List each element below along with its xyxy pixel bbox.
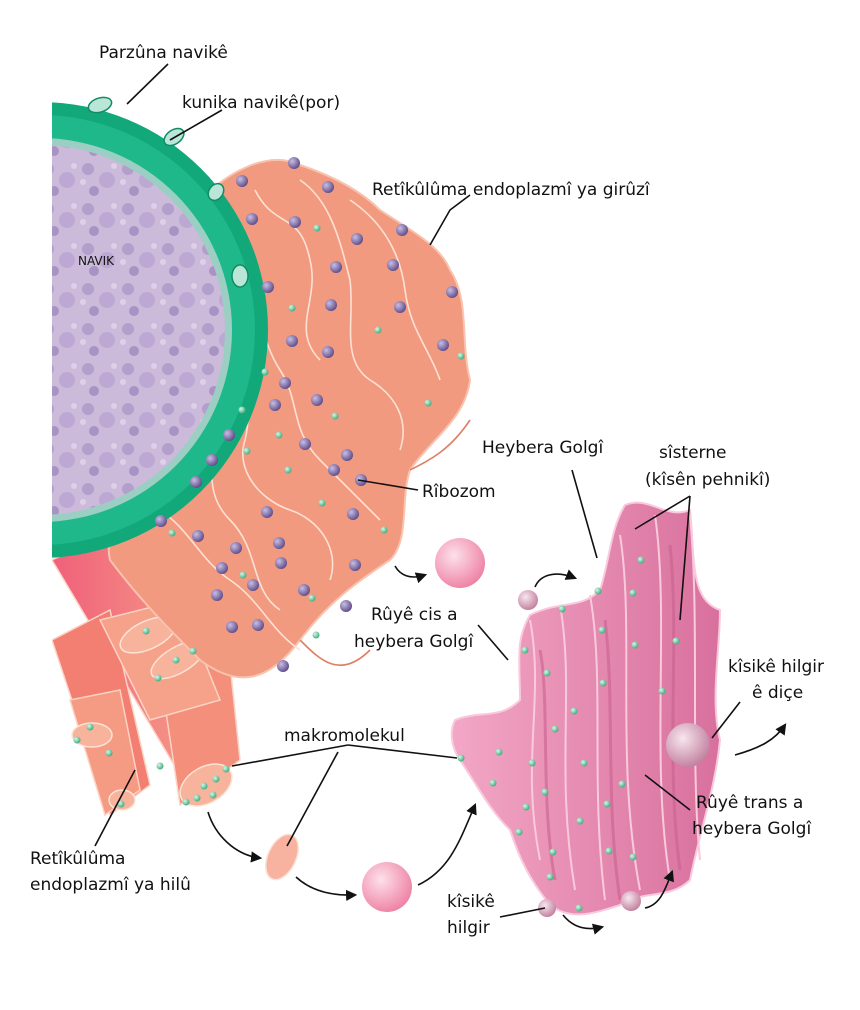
- label-secretory-vesicle-line1: kîsikê hilgir: [728, 657, 824, 677]
- vesicles: [265, 538, 710, 917]
- label-cisternae-line2: (kîsên pehnikî): [645, 470, 770, 490]
- label-smooth-er-line1: Retîkûlûma: [30, 849, 125, 869]
- label-cis-face-line2: heybera Golgî: [354, 632, 474, 652]
- flow-arrows: [207, 565, 787, 935]
- label-secretory-vesicle-line2: ê diçe: [752, 683, 803, 703]
- nucleus: [52, 96, 268, 558]
- leader-lines: [94, 63, 741, 918]
- label-trans-face-line2: heybera Golgî: [692, 819, 812, 839]
- label-rough-er: Retîkûlûma endoplazmî ya girûzî: [372, 180, 651, 200]
- label-nuclear-pore: kunika navikê(por): [182, 93, 340, 113]
- label-cisternae-line1: sîsterne: [659, 443, 727, 463]
- label-cis-face-line1: Rûyê cis a: [371, 605, 458, 625]
- label-nucleus: NAVIK: [78, 254, 115, 268]
- labels: Parzûna navikê kunika navikê(por) Retîkû…: [30, 43, 824, 938]
- label-macromolecule: makromolekul: [284, 726, 405, 746]
- golgi-apparatus: [450, 501, 722, 916]
- label-nuclear-envelope: Parzûna navikê: [99, 43, 228, 63]
- label-transport-vesicle-line1: kîsikê: [447, 892, 495, 912]
- label-ribosome: Rîbozom: [422, 482, 496, 502]
- label-smooth-er-line2: endoplazmî ya hilû: [30, 875, 191, 895]
- label-transport-vesicle-line2: hilgir: [447, 918, 490, 938]
- label-trans-face-line1: Rûyê trans a: [696, 793, 803, 813]
- label-golgi: Heybera Golgî: [482, 438, 604, 458]
- organelle-art: [52, 96, 787, 935]
